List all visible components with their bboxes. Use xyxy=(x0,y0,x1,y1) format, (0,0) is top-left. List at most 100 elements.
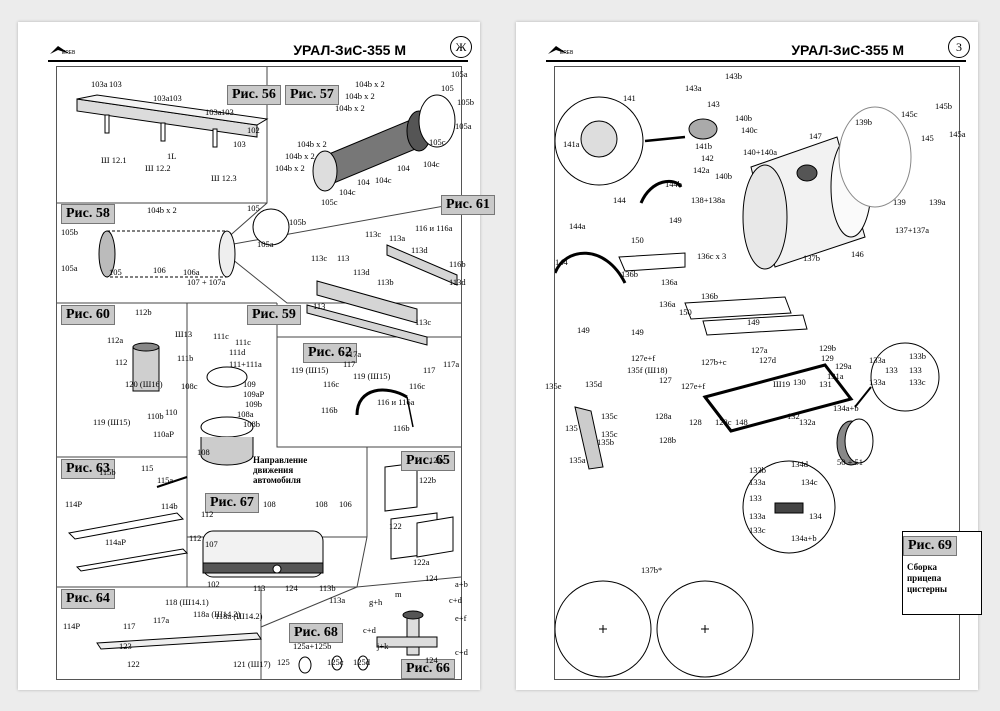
right-part-label: 135c xyxy=(601,429,618,439)
left-part-label: 109b xyxy=(245,399,262,409)
right-part-label: 133b xyxy=(749,465,766,475)
left-part-label: 110aP xyxy=(153,429,174,439)
left-part-label: 113a xyxy=(329,595,346,605)
left-part-label: 105 xyxy=(441,83,454,93)
left-part-label: 118a (Ш14.2) xyxy=(215,611,263,621)
right-part-label: 137b* xyxy=(641,565,663,575)
left-part-label: 121 (Ш17) xyxy=(233,659,271,669)
left-part-label: Ш13 xyxy=(175,329,193,339)
left-part-label: 112b xyxy=(135,307,152,317)
left-part-label: 115 xyxy=(141,463,154,473)
right-part-label: 133 xyxy=(885,365,898,375)
logo-text: ЕРЕВ xyxy=(560,50,574,56)
right-part-label: 139 xyxy=(893,197,906,207)
right-part-label: 133a xyxy=(749,477,766,487)
left-part-label: 114P xyxy=(63,621,81,631)
right-part-label: 127b+c xyxy=(701,357,727,367)
left-part-label: 123 xyxy=(119,641,132,651)
right-part-label: 136c x 3 xyxy=(697,251,727,261)
right-part-label: 149 xyxy=(631,327,644,337)
left-part-label: Ш 12.2 xyxy=(145,163,171,173)
right-part-label: 137b xyxy=(803,253,820,263)
left-part-label: 116 и 116a xyxy=(377,397,415,407)
right-part-label: 139a xyxy=(929,197,946,207)
brand-logo-icon xyxy=(548,46,568,54)
left-part-label: 102 xyxy=(247,125,260,135)
left-part-label: 124 xyxy=(285,583,298,593)
page-title: УРАЛ-ЗиС-355 М xyxy=(791,42,904,58)
right-part-label: 134a+b xyxy=(791,533,817,543)
left-part-label: 122c xyxy=(429,455,446,465)
right-part-label: 145a xyxy=(949,129,966,139)
left-part-label: 116b xyxy=(449,259,466,269)
right-part-label: 130 xyxy=(793,377,806,387)
fig-64-tag: Рис. 64 xyxy=(61,589,115,609)
right-part-label: 141a xyxy=(563,139,580,149)
trailer-assembly-drawing xyxy=(555,96,940,678)
fig-58-tag: Рис. 58 xyxy=(61,204,115,224)
left-part-label: 119 (Ш15) xyxy=(353,371,391,381)
left-part-label: 104b x 2 xyxy=(147,205,177,215)
fig-65-tag: Рис. 65 xyxy=(401,451,455,471)
brand-logo-icon xyxy=(50,46,70,54)
right-part-label: 149 xyxy=(669,215,682,225)
left-part-label: 108b xyxy=(243,419,260,429)
left-part-label: 104 xyxy=(397,163,410,173)
right-part-label: 133 xyxy=(909,365,922,375)
left-part-label: 114aP xyxy=(105,537,126,547)
left-part-label: 113b xyxy=(377,277,394,287)
right-part-label: 149 xyxy=(577,325,590,335)
right-part-label: 133c xyxy=(749,525,766,535)
right-part-label: 144b xyxy=(665,179,682,189)
left-part-label: 105 xyxy=(247,203,260,213)
left-part-label: c+d xyxy=(363,625,376,635)
left-part-label: 109 xyxy=(243,379,256,389)
right-part-label: 145c xyxy=(901,109,918,119)
right-part-label: 143 xyxy=(707,99,720,109)
left-part-label: 117 xyxy=(343,359,356,369)
right-part-label: 148 xyxy=(735,417,748,427)
left-part-label: 108 xyxy=(263,499,276,509)
right-part-label: 135c xyxy=(601,411,618,421)
left-part-label: 116 и 116a xyxy=(415,223,453,233)
left-part-label: 106 xyxy=(339,499,352,509)
left-part-label: 103 xyxy=(109,79,122,89)
left-part-label: 107 + 107a xyxy=(187,277,226,287)
left-part-label: 115a xyxy=(157,475,174,485)
left-part-label: 103a xyxy=(205,107,222,117)
right-part-label: 135d xyxy=(585,379,602,389)
left-part-label: e+f xyxy=(455,613,467,623)
right-part-label: 143a xyxy=(685,83,702,93)
left-part-label: 113c xyxy=(415,317,432,327)
left-part-label: 110b xyxy=(147,411,164,421)
right-part-label: 147 xyxy=(809,131,822,141)
left-part-label: 119 (Ш15) xyxy=(291,365,329,375)
left-page: ЕРЕВ УРАЛ-ЗиС-355 М Ж xyxy=(18,22,495,690)
left-part-label: 113b xyxy=(319,583,336,593)
right-part-label: 127e+f xyxy=(681,381,706,391)
left-part-label: 111c xyxy=(235,337,251,347)
left-part-label: 113c xyxy=(311,253,328,263)
fig-69-tag: Рис. 69 xyxy=(903,536,957,556)
fig-60-tag: Рис. 60 xyxy=(61,305,115,325)
right-part-label: 142 xyxy=(701,153,714,163)
right-part-label: 136b xyxy=(701,291,718,301)
left-part-label: 124 xyxy=(425,573,438,583)
left-part-label: 108 xyxy=(315,499,328,509)
right-part-label: 149 xyxy=(747,317,760,327)
left-part-label: 111b xyxy=(177,353,194,363)
left-part-label: 110 xyxy=(165,407,178,417)
left-part-label: 116b xyxy=(321,405,338,415)
left-part-label: 122b xyxy=(419,475,436,485)
right-part-label: 150 xyxy=(631,235,644,245)
right-part-label: 136b xyxy=(621,269,638,279)
left-part-label: Ш 12.1 xyxy=(101,155,127,165)
right-part-label: 143b xyxy=(725,71,742,81)
right-part-label: 134c xyxy=(801,477,818,487)
right-part-label: 50 + 51 xyxy=(837,457,864,467)
left-part-label: 117a xyxy=(345,349,362,359)
left-part-label: 105c xyxy=(321,197,338,207)
right-part-label: 140+140a xyxy=(743,147,778,157)
left-part-label: 105a xyxy=(61,263,78,273)
